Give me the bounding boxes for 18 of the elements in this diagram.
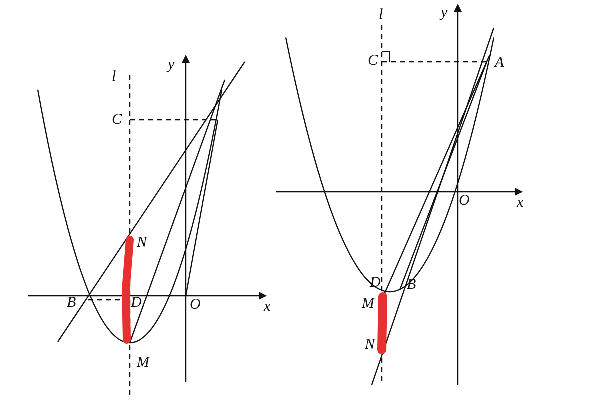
point-label: D <box>131 296 142 311</box>
axis-label: y <box>441 6 448 21</box>
axis-label: y <box>168 58 175 73</box>
line-label: l <box>379 8 384 23</box>
point-label: M <box>137 356 150 371</box>
point-label: N <box>365 338 376 353</box>
point-label: N <box>137 236 148 251</box>
point-label: A <box>495 56 504 71</box>
line-label: l <box>112 70 116 85</box>
point-label: M <box>362 297 374 312</box>
point-label: O <box>190 298 201 313</box>
point-label: C <box>368 54 378 69</box>
point-label: O <box>459 194 470 209</box>
axis-label: x <box>517 196 524 211</box>
point-label: B <box>407 278 416 293</box>
point-label: B <box>67 296 76 311</box>
axis-label: x <box>264 300 271 315</box>
point-label: C <box>112 113 122 128</box>
